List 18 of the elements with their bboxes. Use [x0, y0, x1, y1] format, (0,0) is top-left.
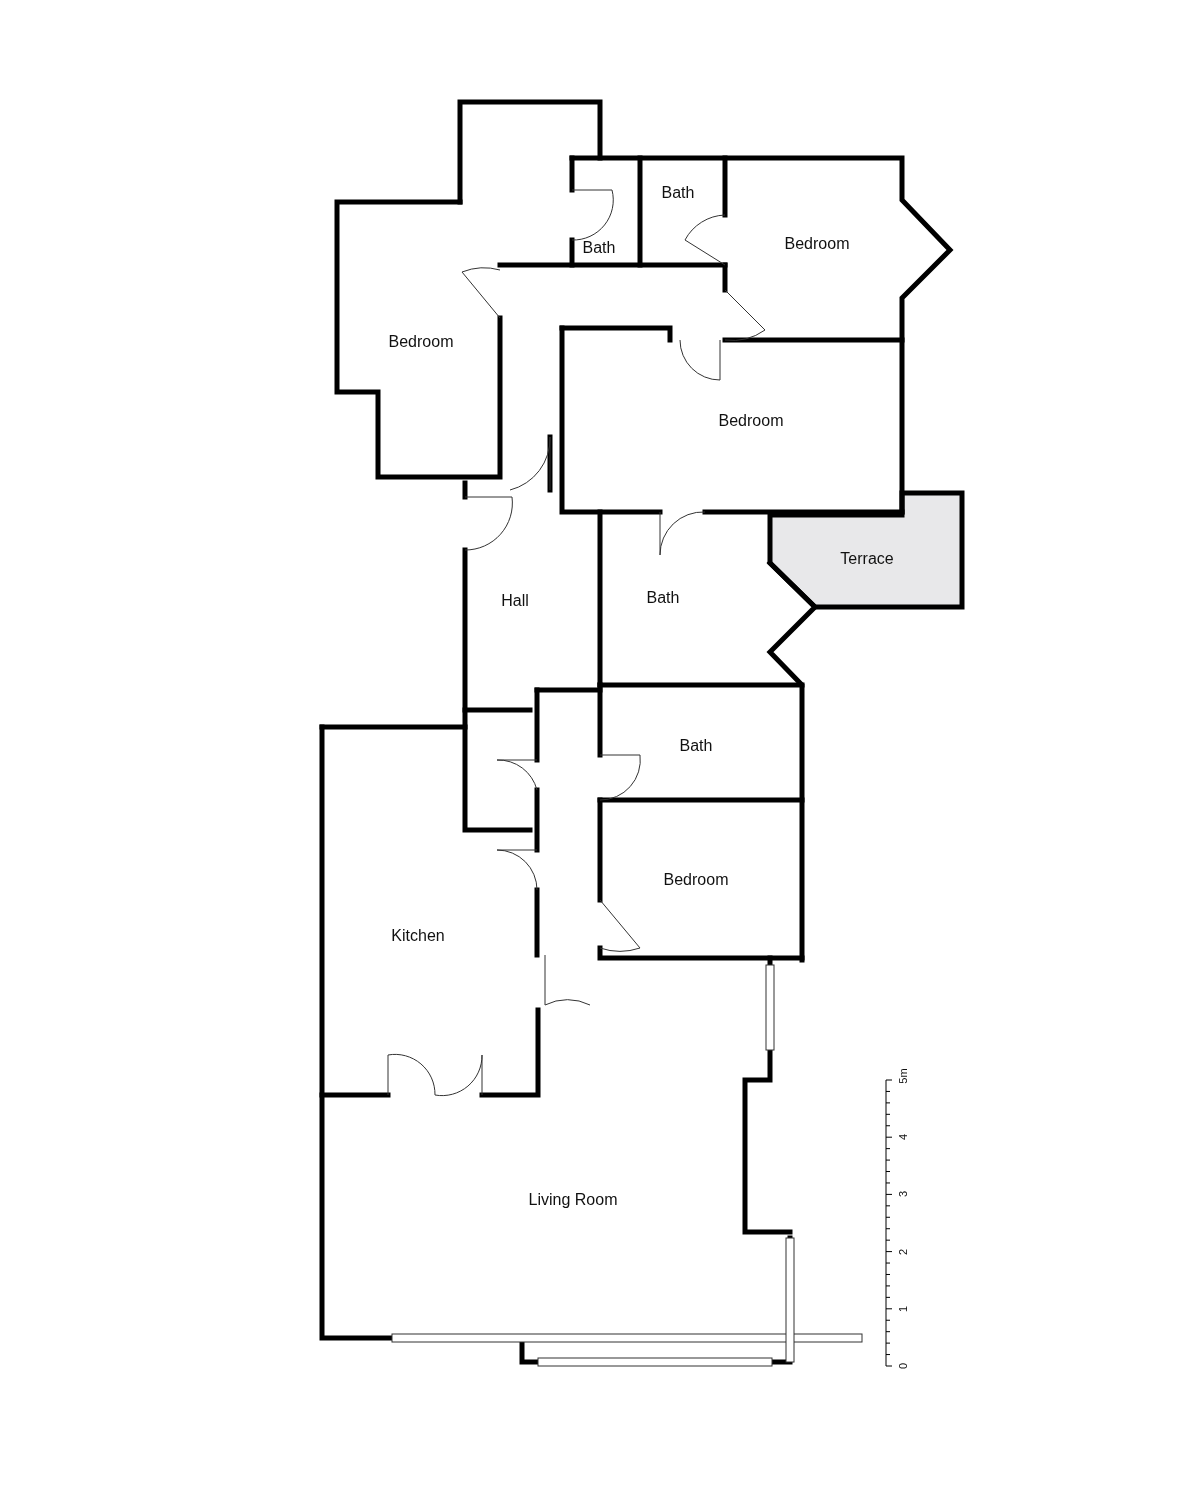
room-label: Bedroom — [663, 871, 729, 889]
room-label: Living Room — [528, 1191, 618, 1209]
room-label: Bedroom — [388, 333, 454, 351]
room-label: Kitchen — [391, 927, 445, 945]
room-label: Terrace — [840, 550, 894, 568]
room-label: Bath — [646, 589, 680, 607]
scale-label: 3 — [897, 1191, 909, 1198]
scale-label: 1 — [897, 1305, 909, 1312]
scale-label: 2 — [897, 1248, 909, 1255]
room-label: Hall — [501, 592, 529, 610]
room-label: Bedroom — [784, 235, 850, 253]
scale-label: 0 — [897, 1362, 909, 1370]
room-label: Bath — [679, 737, 713, 755]
room-label: Bedroom — [718, 412, 784, 430]
scale-label: 5m — [897, 1068, 909, 1084]
room-label: Bath — [582, 239, 616, 257]
room-label: Bath — [661, 184, 695, 202]
scale-label: 4 — [897, 1134, 909, 1141]
